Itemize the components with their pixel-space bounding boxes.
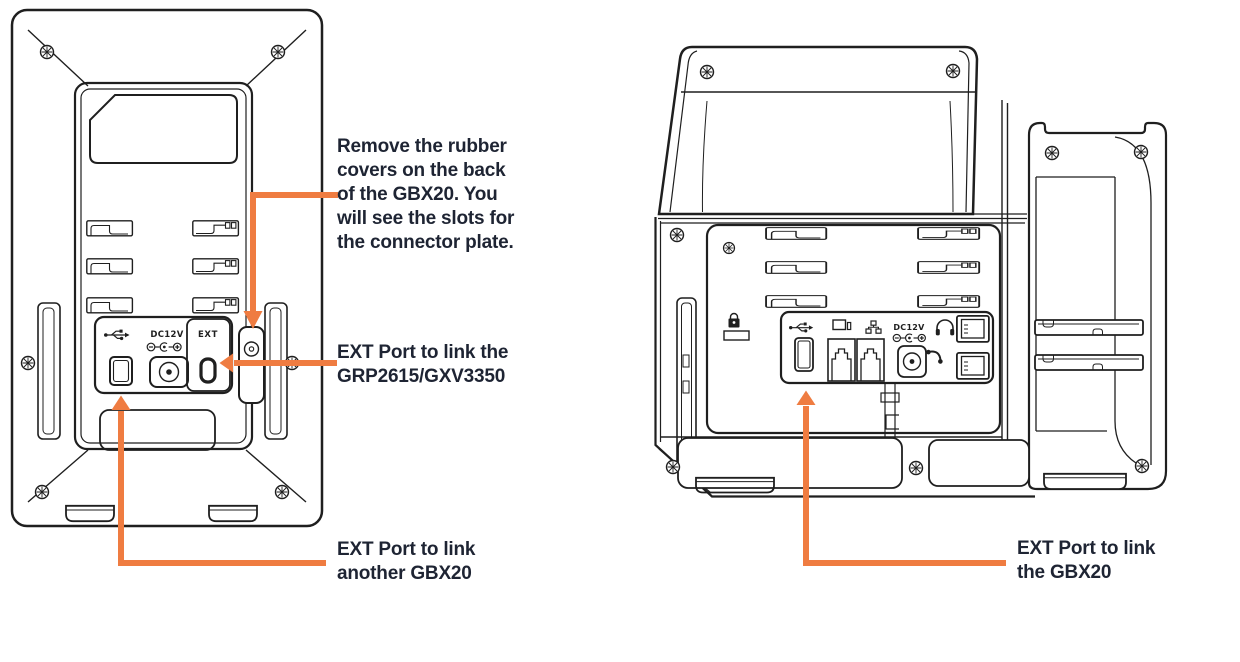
phone-port-panel: DC12V [779,310,995,385]
ext-port [199,357,217,384]
rubber-cover-note: Remove the rubber covers on the back of … [337,135,514,255]
ext-port-gbx20-note: EXT Port to link the GBX20 [1017,537,1155,585]
dc-power-label: DC12V [893,323,925,332]
note-line: GRP2615/GXV3350 [337,366,506,387]
screw-icon [284,355,300,371]
phone-mounting-slots [765,226,981,309]
phone-bottom [665,437,1030,494]
note-line: Remove the rubber [337,136,507,157]
screw-icon [908,460,924,476]
ext-port-phone-note: EXT Port to link the GRP2615/GXV3350 [337,341,508,389]
bottom-cover [928,439,1030,487]
screw-icon [1134,458,1150,474]
screw-icon [270,44,286,60]
screw-icon [39,44,55,60]
dc-power-jack [149,356,189,388]
dc-power-label: DC12V [150,330,183,340]
note-line: EXT Port to link [1017,538,1156,559]
screw-icon [945,63,961,79]
mounting-slot [917,226,981,241]
kensington-lock-icon [727,312,741,329]
dc-power-jack [897,345,927,378]
cradle-bar [1034,354,1144,371]
screw-icon [1044,145,1060,161]
screw-icon [665,459,681,475]
mounting-slot [765,260,828,275]
screw-icon [34,484,50,500]
handset-cradle-module [1027,121,1168,491]
note-line: the GBX20 [1017,562,1112,583]
screw-icon [669,227,685,243]
note-line: of the GBX20. You [337,184,498,205]
screw-icon [722,241,736,255]
ext-port-label: EXT [198,330,218,340]
usb-port [109,356,133,386]
screw-icon [1133,144,1149,160]
screw-icon [699,64,715,80]
cradle-bar [1034,319,1144,336]
usb-port [794,337,814,372]
note-line: EXT Port to link the [337,342,509,363]
screw-icon [274,484,290,500]
gbx20-port-panel: DC12V EXT [93,315,234,395]
gbx20-back-view: DC12V EXT [10,8,324,528]
screw-icon [20,355,36,371]
ext-port-another-note: EXT Port to link another GBX20 [337,538,475,586]
phone-back-view: DC12V [654,45,1168,498]
rubber-cover [238,326,265,404]
note-line: will see the slots for [337,208,515,229]
mounting-slot [765,226,828,241]
note-line: covers on the back [337,160,506,181]
mounting-slot [765,294,828,309]
note-line: the connector plate. [337,232,514,253]
kensington-lock [723,312,750,341]
phone-stand [657,45,979,216]
note-line: EXT Port to link [337,539,476,560]
mounting-slot [917,294,981,309]
mounting-slot [917,260,981,275]
bottom-cover [677,437,903,489]
foot-tab [1043,472,1127,490]
display-cutout [89,94,238,164]
note-line: another GBX20 [337,563,472,584]
